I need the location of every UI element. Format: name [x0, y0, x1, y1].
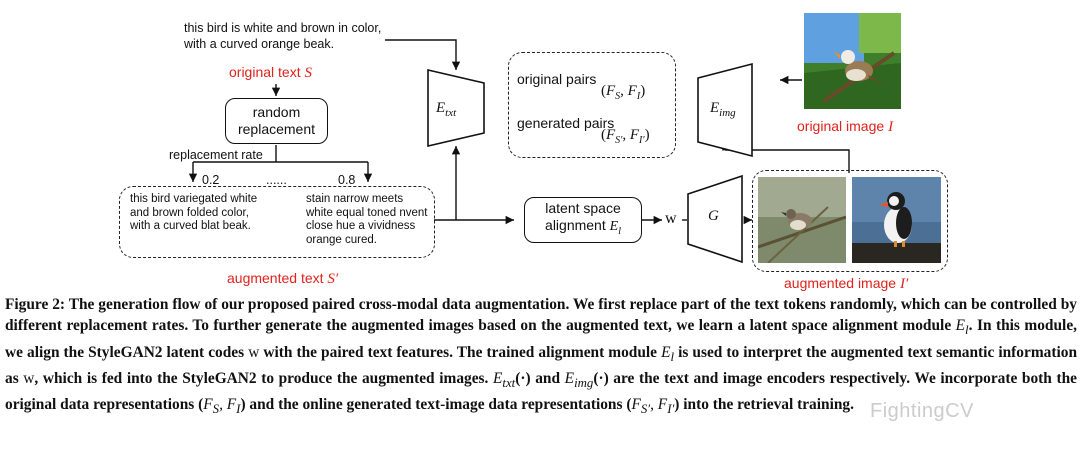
original-pairs-label: original pairs — [517, 71, 597, 87]
augmented-images-box — [752, 170, 948, 272]
image-encoder-shape — [697, 62, 753, 158]
watermark: FightingCV — [870, 400, 974, 422]
figure-caption: Figure 2: The generation flow of our pro… — [5, 296, 1078, 417]
figure-diagram: this bird is white and brown in color, w… — [119, 13, 948, 292]
latent-alignment-box: latent space alignment El — [524, 197, 642, 243]
crane-photo — [758, 177, 846, 263]
augmented-text-box: this bird variegated white and brown fol… — [119, 186, 435, 258]
augmented-image-label: augmented image I′ — [784, 275, 909, 292]
puffin-photo — [852, 177, 941, 263]
original-image-label: original image I — [797, 118, 894, 135]
generator-shape — [687, 174, 743, 264]
original-pairs-math: (FS, FI) — [601, 83, 646, 102]
text-encoder-label: Etxt — [436, 100, 457, 119]
rate-dots: ...... — [266, 173, 287, 187]
augmented-text-2: stain narrow meets white equal toned nve… — [306, 193, 428, 246]
bird-photo — [804, 13, 901, 109]
generated-pairs-math: (FS′, FI′) — [601, 127, 650, 146]
augmented-text-label: augmented text S′ — [227, 270, 339, 287]
text-encoder-shape — [427, 68, 485, 148]
generator-label: G — [708, 208, 719, 224]
augmented-text-1: this bird variegated white and brown fol… — [130, 193, 258, 232]
rate-low: 0.2 — [202, 173, 220, 187]
pairs-box: original pairs (FS, FI) generated pairs … — [508, 52, 676, 158]
rate-high: 0.8 — [338, 173, 356, 187]
sample-caption-text: this bird is white and brown in color, w… — [184, 21, 382, 51]
random-replacement-box: random replacement — [225, 98, 328, 144]
connector-lines — [188, 39, 850, 264]
image-encoder-label: Eimg — [710, 100, 736, 119]
w-label: w — [665, 210, 677, 227]
replacement-rate-label: replacement rate — [169, 148, 263, 162]
original-text-label: original text S — [229, 64, 312, 81]
generated-pairs-label: generated pairs — [517, 115, 615, 131]
